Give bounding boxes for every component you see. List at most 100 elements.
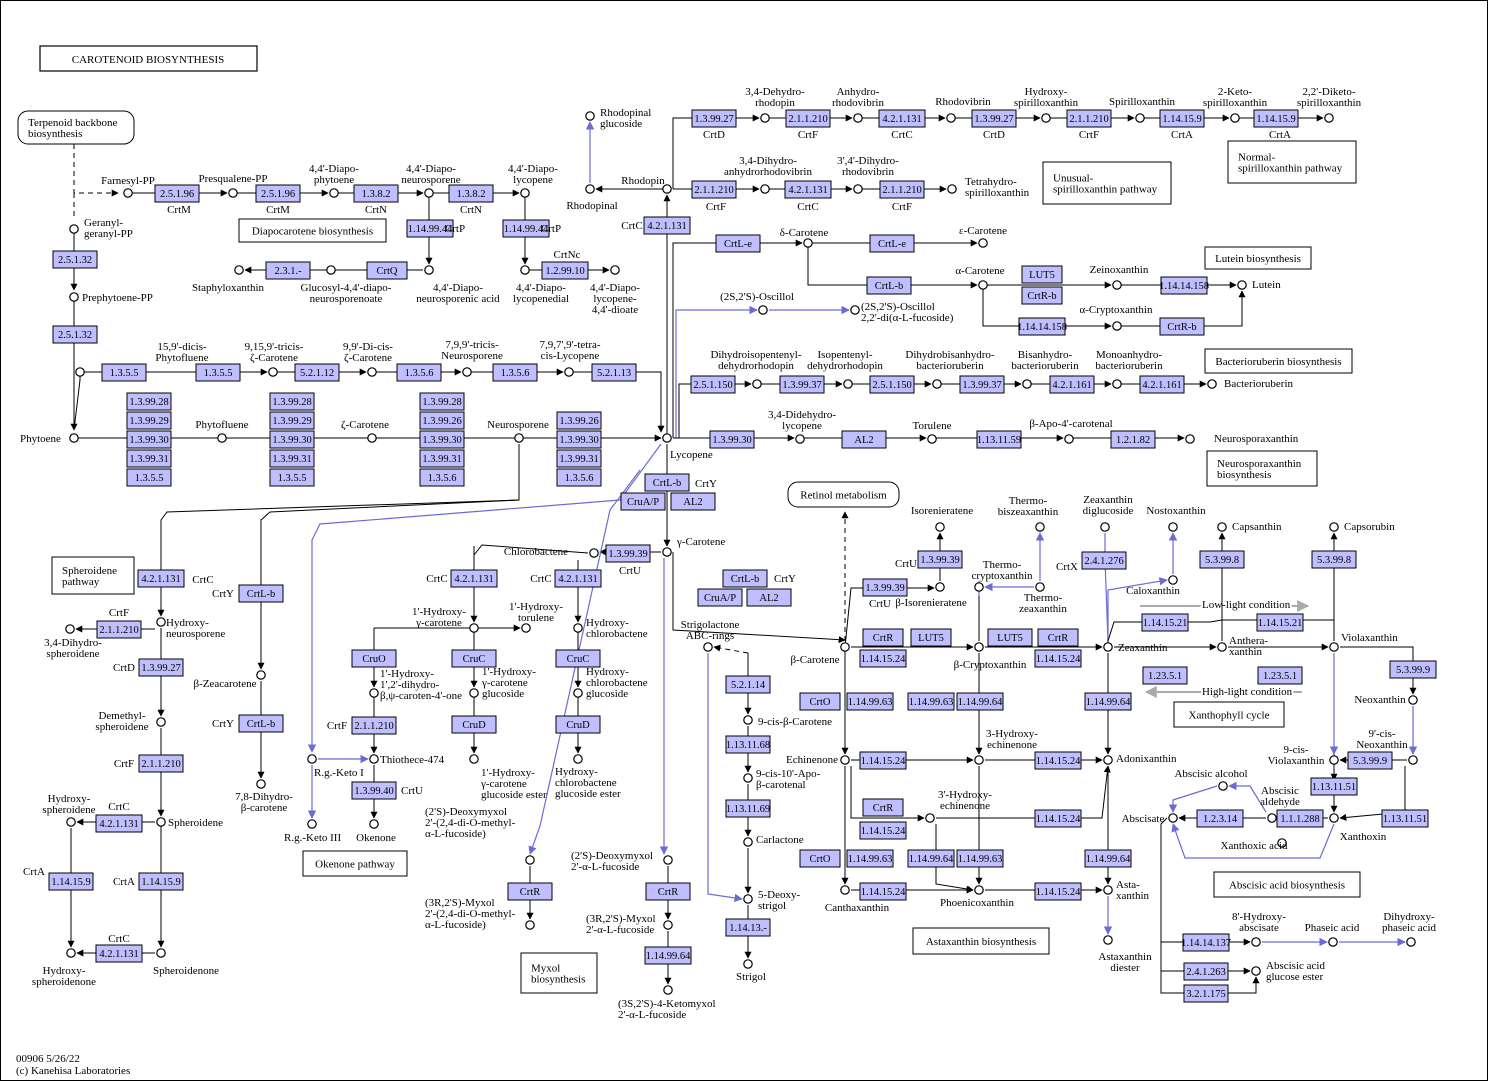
compound-circle[interactable] <box>974 755 984 765</box>
enzyme-CrtR[interactable]: CrtR <box>1037 628 1079 647</box>
enzyme-1-3-5-6[interactable]: 1.3.5.6 <box>396 363 442 382</box>
enzyme-CruD[interactable]: CruD <box>555 715 601 734</box>
compound-circle[interactable] <box>156 617 166 627</box>
compound-node[interactable]: Nostoxanthin <box>1146 505 1206 532</box>
compound-circle[interactable] <box>1103 935 1113 945</box>
compound-node[interactable]: Torulene <box>913 420 952 444</box>
enzyme-2-5-1-150[interactable]: 2.5.1.150 <box>690 375 736 394</box>
compound-node[interactable]: Dihydrobisanhydro-bacterioruberin <box>905 349 995 389</box>
compound-circle[interactable] <box>69 292 79 302</box>
compound-circle[interactable] <box>156 817 166 827</box>
compound-node[interactable]: Chlorobactene <box>504 546 599 558</box>
enzyme-1-3-99-30[interactable]: 1.3.99.30 <box>419 430 465 449</box>
enzyme-2-1-1-210[interactable]: 2.1.1.210 <box>138 754 184 773</box>
enzyme-1-2-99-10[interactable]: 1.2.99.10 <box>541 261 589 280</box>
compound-node[interactable]: Adonixanthin <box>1103 753 1177 765</box>
compound-node[interactable]: β-Cryptoxanthin <box>954 642 1027 671</box>
compound-node[interactable]: Phaseic acid <box>1305 922 1360 947</box>
compound-circle[interactable] <box>1218 781 1228 791</box>
enzyme-CruA-P[interactable]: CruA/P <box>620 492 666 511</box>
compound-circle[interactable] <box>752 379 762 389</box>
compound-circle[interactable] <box>946 113 956 123</box>
compound-node[interactable]: R.g.-Keto I <box>307 754 364 779</box>
compound-circle[interactable] <box>974 885 984 895</box>
enzyme-3-2-1-175[interactable]: 3.2.1.175 <box>1183 984 1229 1003</box>
map-link-xanthophyll[interactable]: Xanthophyll cycle <box>1173 701 1285 728</box>
enzyme-4-2-1-131[interactable]: 4.2.1.131 <box>878 109 926 128</box>
compound-circle[interactable] <box>925 813 935 823</box>
compound-node[interactable]: Xanthoxic acid <box>1221 838 1288 852</box>
enzyme-2-5-1-150[interactable]: 2.5.1.150 <box>869 375 915 394</box>
enzyme-LUT5[interactable]: LUT5 <box>987 628 1033 647</box>
compound-node[interactable]: Echinenone <box>786 754 850 766</box>
enzyme-1-14-15-24[interactable]: 1.14.15.24 <box>1034 751 1082 770</box>
compound-circle[interactable] <box>1251 937 1261 947</box>
compound-circle[interactable] <box>585 184 595 194</box>
compound-node[interactable]: 4,4'-Diapo-phytoene <box>309 163 359 198</box>
enzyme-1-14-15-24[interactable]: 1.14.15.24 <box>859 751 907 770</box>
enzyme-2-1-1-210[interactable]: 2.1.1.210 <box>785 109 831 128</box>
compound-node[interactable]: Hydroxy-spheroidenone <box>32 948 96 988</box>
compound-node[interactable]: 4,4'-Diapo-neurosporene <box>401 163 461 198</box>
enzyme-2-1-1-210[interactable]: 2.1.1.210 <box>879 180 925 199</box>
compound-circle[interactable] <box>840 885 850 895</box>
compound-circle[interactable] <box>369 688 379 698</box>
enzyme-1-3-99-39[interactable]: 1.3.99.39 <box>917 550 963 569</box>
compound-circle[interactable] <box>589 548 599 558</box>
enzyme-5-3-99-9[interactable]: 5.3.99.9 <box>1347 751 1393 770</box>
compound-circle[interactable] <box>978 280 988 290</box>
compound-node[interactable]: Lycopene <box>662 433 713 461</box>
compound-circle[interactable] <box>520 188 530 198</box>
compound-circle[interactable] <box>743 715 753 725</box>
compound-circle[interactable] <box>66 817 76 827</box>
enzyme-1-14-15-24[interactable]: 1.14.15.24 <box>859 882 907 901</box>
compound-circle[interactable] <box>369 754 379 764</box>
enzyme-1-3-99-27[interactable]: 1.3.99.27 <box>138 658 184 677</box>
enzyme-1-3-99-30[interactable]: 1.3.99.30 <box>709 430 755 449</box>
compound-circle[interactable] <box>743 894 753 904</box>
enzyme-1-14-14-158[interactable]: 1.14.14.158 <box>1017 317 1067 336</box>
compound-circle[interactable] <box>610 265 620 275</box>
enzyme-CrtL-b[interactable]: CrtL-b <box>238 584 284 603</box>
compound-node[interactable]: Presqualene-PP <box>198 173 268 198</box>
compound-node[interactable]: Strigol <box>736 959 766 983</box>
compound-circle[interactable] <box>662 433 672 443</box>
compound-circle[interactable] <box>1168 813 1178 823</box>
enzyme-4-2-1-131[interactable]: 4.2.1.131 <box>784 180 832 199</box>
compound-circle[interactable] <box>1406 937 1416 947</box>
map-link-bacterio[interactable]: Bacterioruberin biosynthesis <box>1204 348 1353 374</box>
compound-node[interactable]: Farnesyl-PP <box>101 175 155 198</box>
compound-node[interactable]: 1'-Hydroxy-torulene <box>509 601 563 633</box>
compound-node[interactable]: Monoanhydro-bacterioruberin <box>1095 349 1163 389</box>
compound-circle[interactable] <box>156 948 166 958</box>
enzyme-2-5-1-96[interactable]: 2.5.1.96 <box>255 184 301 203</box>
enzyme-1-3-99-28[interactable]: 1.3.99.28 <box>419 392 465 411</box>
map-link-lutein[interactable]: Lutein biosynthesis <box>1204 246 1312 270</box>
enzyme-CruC[interactable]: CruC <box>451 649 497 668</box>
compound-circle[interactable] <box>947 184 957 194</box>
enzyme-1-13-11-59[interactable]: 1.13.11.59 <box>976 430 1022 449</box>
enzyme-4-2-1-131[interactable]: 4.2.1.131 <box>554 569 602 588</box>
enzyme-1-3-99-30[interactable]: 1.3.99.30 <box>269 430 315 449</box>
compound-node[interactable]: β-Apo-4'-carotenal <box>1029 418 1113 444</box>
compound-node[interactable]: Phytofluene <box>195 419 249 443</box>
compound-circle[interactable] <box>123 188 133 198</box>
compound-node[interactable]: Abscisate <box>1122 813 1178 825</box>
compound-circle[interactable] <box>1185 434 1195 444</box>
compound-node[interactable]: Hydroxy-spheroidene <box>42 793 96 827</box>
compound-node[interactable]: Anthera-xanthin <box>1217 635 1269 658</box>
compound-node[interactable]: Thermo-cryptoxanthin <box>971 559 1033 592</box>
map-link-unusual[interactable]: Unusual-spirilloxanthin pathway <box>1042 161 1172 205</box>
compound-node[interactable]: 4,4'-Diapo-neurosporenic acid <box>416 265 500 305</box>
compound-node[interactable]: Xanthoxin <box>1329 813 1387 843</box>
compound-circle[interactable] <box>69 433 79 443</box>
enzyme-1-14-99-63[interactable]: 1.14.99.63 <box>907 692 955 711</box>
enzyme-1-13-11-69[interactable]: 1.13.11.69 <box>725 799 771 818</box>
enzyme-CrtO[interactable]: CrtO <box>799 849 841 868</box>
compound-circle[interactable] <box>65 624 75 634</box>
enzyme-1-3-99-28[interactable]: 1.3.99.28 <box>126 392 172 411</box>
enzyme-1-3-99-31[interactable]: 1.3.99.31 <box>126 449 172 468</box>
